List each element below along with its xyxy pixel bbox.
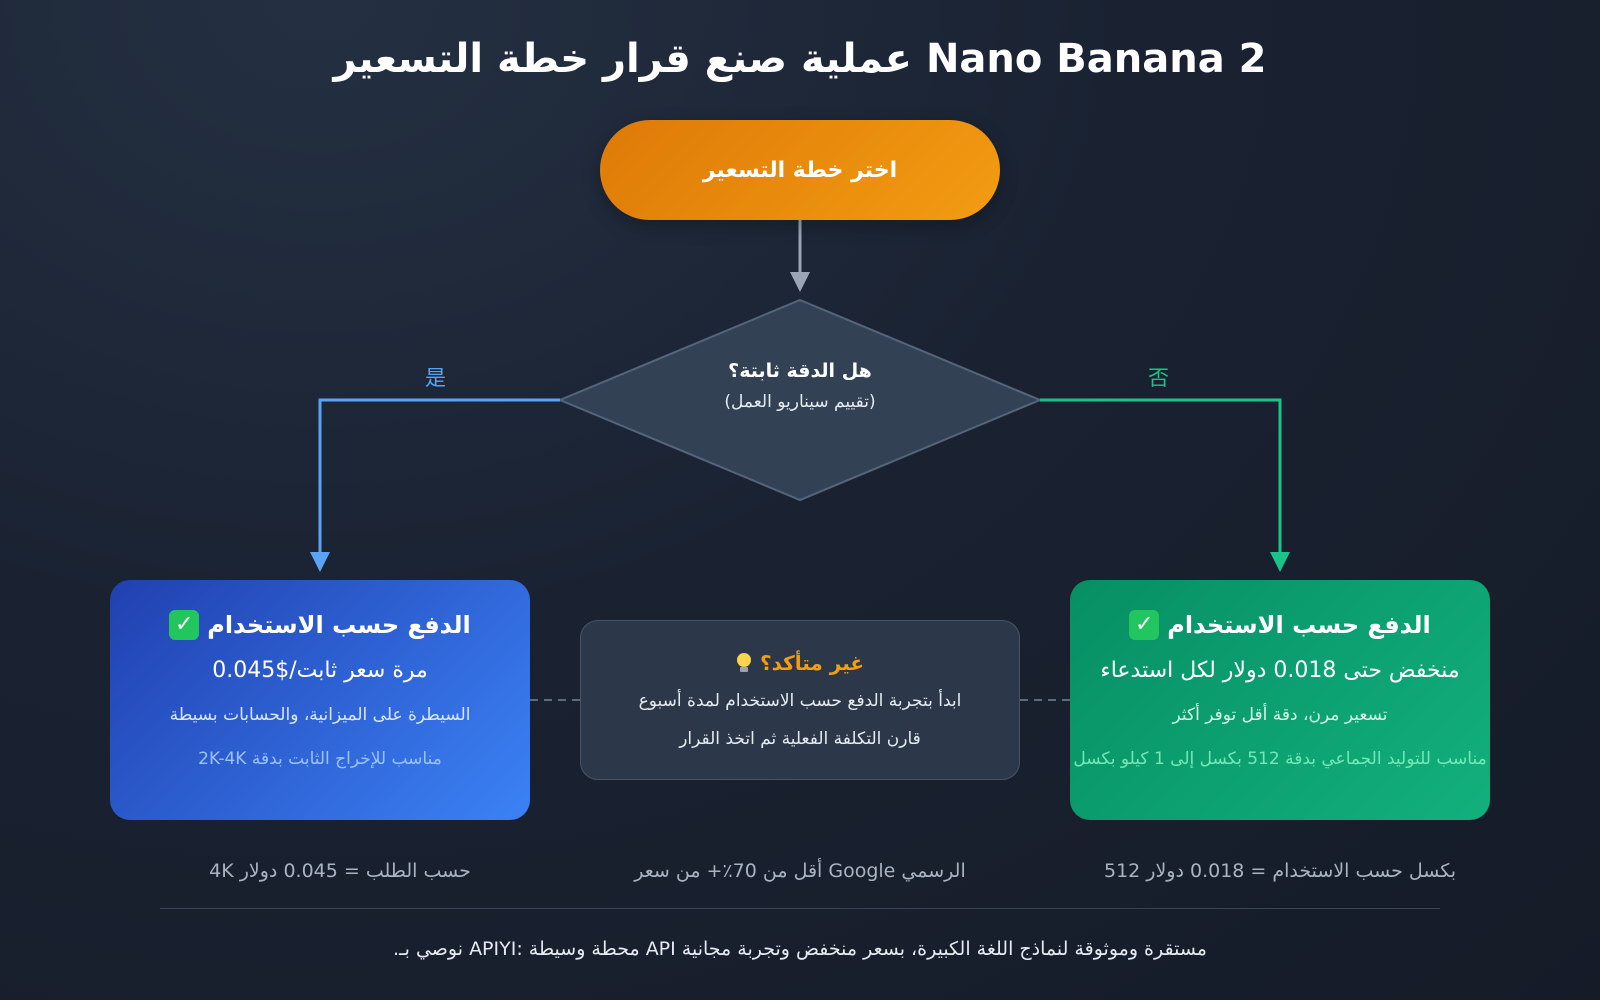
usage-price-card-heading: الدفع حسب الاستخدام ✓: [1129, 610, 1431, 640]
fixed-price-card-title: الدفع حسب الاستخدام: [207, 611, 471, 639]
decision-subtitle: (تقييم سيناريو العمل): [724, 392, 876, 412]
check-icon: ✓: [1129, 610, 1160, 640]
unsure-card-heading: غير متأكد؟: [736, 651, 864, 675]
yes-branch-arrowhead: [310, 552, 330, 572]
start-node: اختر خطة التسعير: [600, 120, 1000, 220]
unsure-card: غير متأكد؟ ابدأ بتجربة الدفع حسب الاستخد…: [580, 620, 1020, 780]
decision-diamond: [557, 298, 1043, 502]
footnote-left: حسب الطلب = 0.045 دولار 4K: [209, 860, 471, 882]
diagram-title: عملية صنع قرار خطة التسعير Nano Banana 2: [333, 36, 1267, 82]
yes-branch-label: 是: [425, 366, 446, 390]
check-icon: ✓: [169, 610, 200, 640]
usage-price-card: الدفع حسب الاستخدام ✓ منخفض حتى 0.018 دو…: [1070, 580, 1490, 820]
usage-price-card-benefit: تسعير مرن، دقة أقل توفر أكثر: [1172, 705, 1388, 725]
fixed-price-card-heading: الدفع حسب الاستخدام ✓: [169, 610, 471, 640]
unsure-card-line-1: ابدأ بتجربة الدفع حسب الاستخدام لمدة أسب…: [638, 691, 962, 711]
fixed-price-card-price: مرة سعر ثابت/$0.045: [212, 658, 428, 683]
start-to-decision-arrowhead: [790, 272, 810, 292]
unsure-card-title: غير متأكد؟: [759, 651, 865, 675]
usage-price-card-note: مناسب للتوليد الجماعي بدقة 512 بكسل إلى …: [1073, 749, 1487, 769]
footnote-right: بكسل حسب الاستخدام = 0.018 دولار 512: [1103, 860, 1456, 882]
footnote-middle: الرسمي Google أقل من 70٪+ من سعر: [634, 860, 966, 882]
no-branch-line: [1040, 398, 1282, 556]
start-node-label: اختر خطة التسعير: [702, 157, 898, 183]
usage-price-card-price: منخفض حتى 0.018 دولار لكل استدعاء: [1100, 658, 1460, 683]
decision-question: هل الدقة ثابتة؟: [728, 360, 872, 382]
no-branch-arrowhead: [1270, 552, 1290, 572]
decision-node: هل الدقة ثابتة؟ (تقييم سيناريو العمل): [600, 360, 1000, 412]
footer-divider: [160, 908, 1440, 909]
unsure-card-line-2: قارن التكلفة الفعلية ثم اتخذ القرار: [679, 729, 921, 749]
fixed-price-card: الدفع حسب الاستخدام ✓ مرة سعر ثابت/$0.04…: [110, 580, 530, 820]
footer-text: مستقرة وموثوقة لنماذج اللغة الكبيرة، بسع…: [393, 938, 1207, 960]
fixed-price-card-benefit: السيطرة على الميزانية، والحسابات بسيطة: [169, 705, 471, 725]
bulb-icon: [736, 653, 752, 673]
yes-branch-line: [318, 398, 560, 556]
usage-price-card-title: الدفع حسب الاستخدام: [1167, 611, 1431, 639]
no-branch-label: 否: [1148, 366, 1169, 390]
fixed-price-card-note: مناسب للإخراج الثابت بدقة 2K-4K: [198, 749, 442, 769]
